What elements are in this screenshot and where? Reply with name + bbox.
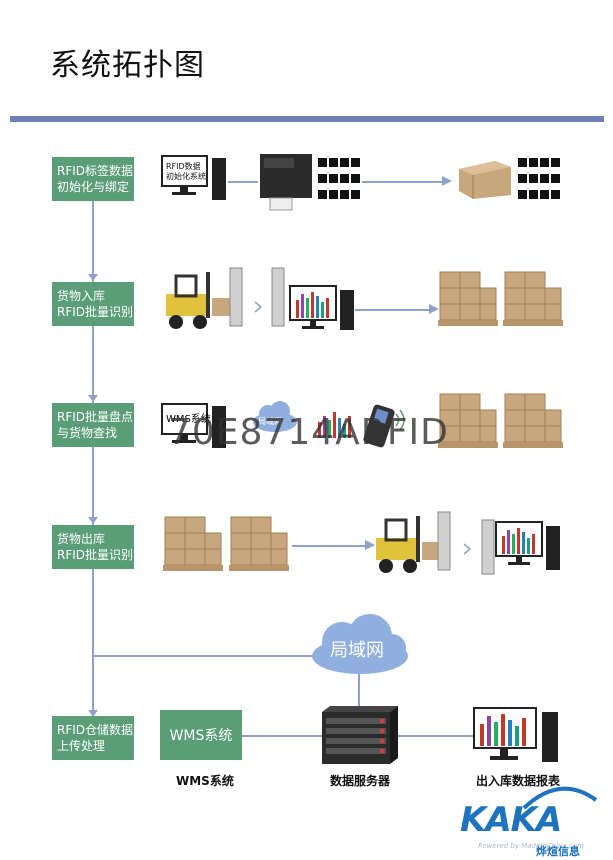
step-line: 上传处理	[57, 739, 106, 753]
pallet-boxes-icon	[438, 271, 498, 326]
step-line: RFID标签数据	[57, 164, 134, 178]
connector	[362, 181, 448, 183]
step-line: RFID批量盘点	[57, 410, 134, 424]
powered-by-text: Powered by MadeInChina.com	[478, 842, 584, 850]
pallet-boxes-icon	[438, 393, 498, 448]
step-line: RFID批量识别	[57, 305, 134, 319]
step-line: 货物出库	[57, 532, 106, 546]
connector	[228, 181, 258, 183]
flow-arrow-1	[88, 274, 98, 281]
rfid-tags-icon	[518, 158, 560, 199]
forklift-icon	[166, 272, 230, 329]
wms-monitor-label: WMS系统	[166, 414, 211, 425]
init-label-line: RFID数据	[166, 162, 201, 171]
rfid-gate-icon	[481, 519, 495, 575]
flow-arrow-2	[88, 395, 98, 402]
rfid-tags-icon	[318, 158, 360, 199]
step-upload: RFID仓储数据 上传处理	[52, 716, 134, 760]
caption-report: 出入库数据报表	[476, 774, 561, 788]
carton-box-icon	[459, 161, 511, 199]
logo-swoosh-icon	[522, 786, 598, 810]
logo-subtitle: 烨煊信息	[536, 845, 580, 858]
pallet-boxes-icon	[229, 516, 289, 571]
rfid-gate-icon	[437, 511, 451, 571]
step-line: 货物入库	[57, 289, 106, 303]
report-monitor-icon	[473, 707, 558, 762]
connector	[355, 309, 435, 311]
connector	[292, 545, 370, 547]
lan-cloud-label: 局域网	[330, 640, 384, 661]
wms-computer-icon	[161, 403, 226, 448]
lan-cloud-icon	[312, 614, 408, 674]
server-icon	[322, 706, 398, 764]
network-line	[358, 674, 360, 706]
init-label-line: 初始化系统	[166, 172, 206, 181]
pallet-boxes-icon	[503, 393, 563, 448]
report-monitor-icon	[495, 521, 560, 570]
chevron-right-icon	[254, 301, 263, 313]
network-line	[398, 735, 474, 737]
network-line	[242, 735, 322, 737]
step-outbound: 货物出库 RFID批量识别	[52, 525, 134, 569]
flow-arrow-3	[88, 517, 98, 524]
rfid-gate-icon	[229, 267, 243, 327]
printer-icon	[260, 154, 312, 211]
step-line: RFID仓储数据	[57, 723, 134, 737]
init-computer-icon	[161, 155, 226, 200]
step-line: RFID批量识别	[57, 548, 134, 562]
arrow-right-icon	[429, 304, 439, 314]
handheld-reader-icon	[363, 404, 405, 448]
network-line	[92, 655, 314, 657]
step-line: 与货物查找	[57, 426, 118, 440]
chevron-right-icon	[463, 543, 472, 555]
flow-line	[92, 200, 94, 720]
title-divider	[10, 116, 604, 122]
pallet-boxes-icon	[163, 516, 223, 571]
small-cloud-label: 局域网	[258, 417, 282, 426]
logo-brand: KAKA	[460, 800, 562, 840]
caption-server: 数据服务器	[330, 774, 391, 788]
rfid-gate-icon	[271, 267, 285, 327]
report-monitor-icon	[289, 285, 354, 330]
bar-chart-icon	[318, 412, 351, 438]
step-line: 初始化与绑定	[57, 180, 130, 194]
forklift-icon	[376, 516, 440, 573]
page-title: 系统拓扑图	[50, 48, 205, 83]
step-inbound: 货物入库 RFID批量识别	[52, 282, 134, 326]
flow-arrow-4	[88, 710, 98, 717]
pallet-boxes-icon	[503, 271, 563, 326]
caption-wms: WMS系统	[176, 774, 234, 788]
init-system-label: RFID数据 初始化系统	[166, 162, 206, 182]
arrow-right-icon	[442, 176, 452, 186]
wms-system-box: WMS系统	[160, 710, 242, 760]
arrow-right-icon	[365, 540, 375, 550]
cloud-icon	[253, 401, 297, 432]
watermark: 70E8714ARFID	[168, 412, 449, 453]
step-inventory: RFID批量盘点 与货物查找	[52, 403, 134, 447]
step-tag-init: RFID标签数据 初始化与绑定	[52, 157, 134, 201]
